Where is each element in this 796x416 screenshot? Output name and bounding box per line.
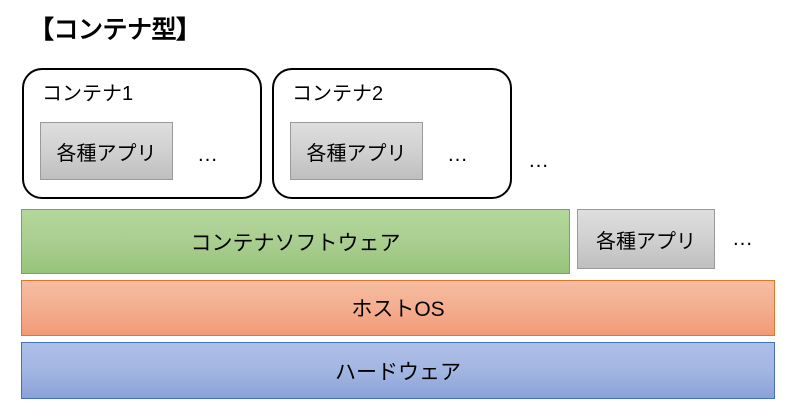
container-box-2: コンテナ2 各種アプリ bbox=[272, 68, 512, 199]
layer-host-os: ホストOS bbox=[21, 280, 775, 336]
container-2-app-chip: 各種アプリ bbox=[290, 122, 423, 180]
container-1-label: コンテナ1 bbox=[42, 83, 134, 105]
container-box-1: コンテナ1 各種アプリ bbox=[22, 68, 262, 199]
container-1-more-ellipsis: … bbox=[197, 143, 220, 166]
layer-container-software: コンテナソフトウェア bbox=[21, 209, 570, 274]
standalone-app-chip: 各種アプリ bbox=[577, 209, 715, 269]
container-2-more-ellipsis: … bbox=[447, 143, 470, 166]
more-containers-ellipsis: … bbox=[528, 149, 551, 172]
container-1-app-chip: 各種アプリ bbox=[40, 122, 173, 180]
diagram-title: 【コンテナ型】 bbox=[29, 16, 201, 44]
container-2-label: コンテナ2 bbox=[292, 83, 384, 105]
layer-hardware: ハードウェア bbox=[21, 342, 775, 399]
standalone-app-more-ellipsis: … bbox=[732, 227, 755, 250]
